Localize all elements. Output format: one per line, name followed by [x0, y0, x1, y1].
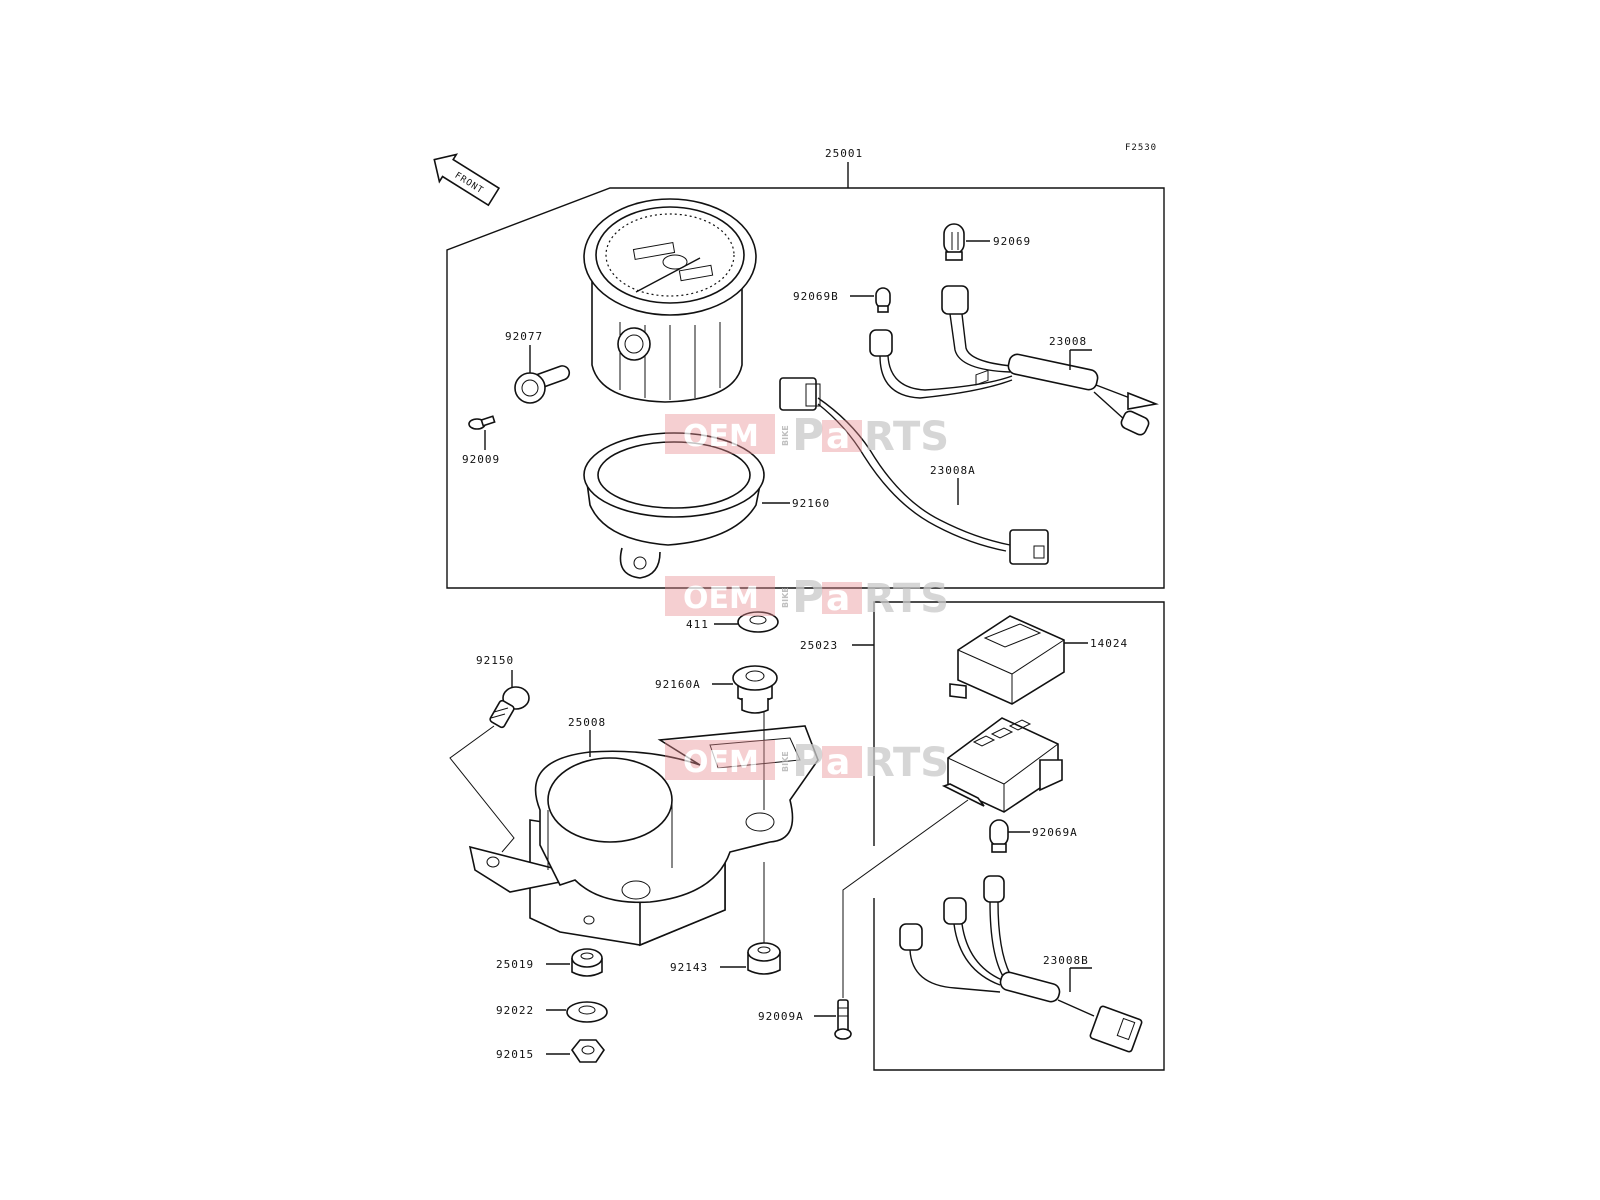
indicator-housing: [941, 369, 1063, 813]
watermark-logo: OEM BIKE P a RTS: [665, 736, 949, 787]
label-92069: 92069: [993, 235, 1031, 248]
lower-right-group-frame: [873, 601, 1165, 1071]
label-92069a: 92069A: [1032, 826, 1078, 839]
svg-text:RTS: RTS: [864, 740, 949, 786]
cable-23008a: [779, 377, 1049, 565]
svg-text:RTS: RTS: [864, 414, 949, 460]
svg-text:BIKE: BIKE: [781, 425, 790, 446]
gear-knob-92077: [514, 365, 571, 404]
bolt-92150: [489, 686, 530, 729]
meter-ring-92160: [583, 432, 765, 579]
figure-code: F2530: [1125, 143, 1157, 153]
label-23008b: 23008B: [1043, 954, 1089, 967]
screw-92009: [468, 415, 496, 430]
svg-text:P: P: [792, 736, 824, 787]
washer-411: [737, 611, 779, 633]
svg-text:P: P: [792, 410, 824, 461]
front-arrow-icon: FRONT: [433, 153, 501, 207]
label-25019: 25019: [496, 958, 534, 971]
socket-harness-23008b: [899, 875, 1143, 1053]
label-92022: 92022: [496, 1004, 534, 1017]
bulb-92069a: [989, 819, 1009, 853]
label-92160a: 92160A: [655, 678, 701, 691]
socket-harness-23008: [869, 285, 1159, 436]
label-92150: 92150: [476, 654, 514, 667]
svg-text:OEM: OEM: [683, 419, 759, 454]
label-25023: 25023: [800, 639, 838, 652]
watermark-logo: OEM BIKE P a RTS: [665, 410, 949, 461]
screw-92009a: [834, 999, 852, 1040]
svg-text:BIKE: BIKE: [781, 751, 790, 772]
svg-text:OEM: OEM: [683, 745, 759, 780]
label-411: 411: [686, 618, 709, 631]
svg-text:OEM: OEM: [683, 581, 759, 616]
svg-text:BIKE: BIKE: [781, 587, 790, 608]
label-92143: 92143: [670, 961, 708, 974]
label-23008a: 23008A: [930, 464, 976, 477]
label-92009: 92009: [462, 453, 500, 466]
svg-text:P: P: [792, 572, 824, 623]
upper-group-frame: [446, 187, 1165, 589]
bulb-92069b: [875, 287, 891, 313]
label-25001: 25001: [825, 147, 863, 160]
svg-text:a: a: [826, 578, 850, 619]
label-92069b: 92069B: [793, 290, 839, 303]
meter-bracket-25008: [468, 725, 819, 947]
indicator-cover-14024: [949, 615, 1065, 705]
bulb-92069: [943, 223, 965, 261]
grommet-92160a: [732, 665, 778, 714]
collar-25019: [571, 948, 603, 977]
label-14024: 14024: [1090, 637, 1128, 650]
watermark-logo: OEM BIKE P a RTS: [665, 572, 949, 623]
svg-text:a: a: [826, 742, 850, 783]
label-23008: 23008: [1049, 335, 1087, 348]
svg-text:RTS: RTS: [864, 576, 949, 622]
label-25008: 25008: [568, 716, 606, 729]
label-92160: 92160: [792, 497, 830, 510]
collar-92143: [747, 942, 781, 975]
speedometer-meter: [583, 198, 757, 403]
label-92009a: 92009A: [758, 1010, 804, 1023]
washer-92022: [566, 1001, 608, 1023]
label-92015: 92015: [496, 1048, 534, 1061]
svg-text:a: a: [826, 416, 850, 457]
nut-92015: [571, 1039, 605, 1063]
label-92077: 92077: [505, 330, 543, 343]
